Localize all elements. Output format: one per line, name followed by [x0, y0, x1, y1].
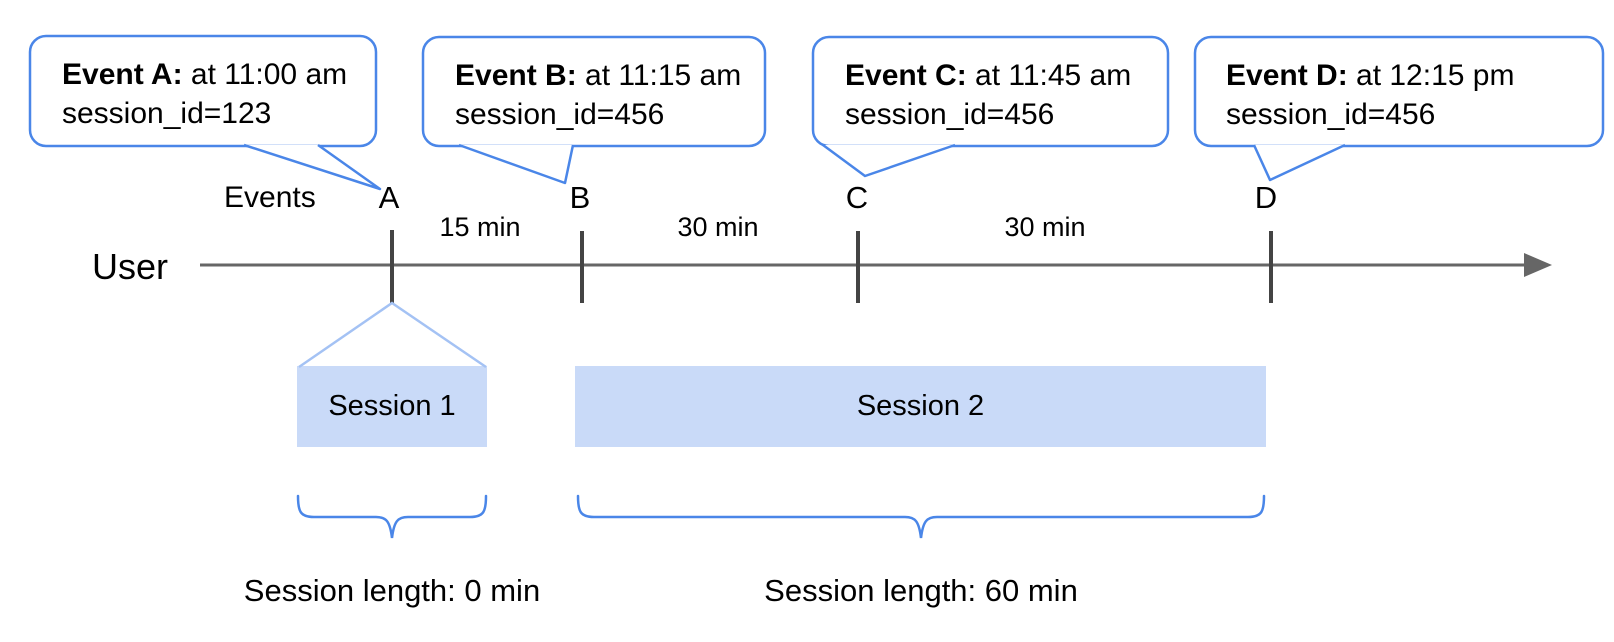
user-row-label: User — [92, 246, 169, 287]
bubble-a-body — [28, 34, 378, 148]
event-c-title: Event C: — [845, 59, 967, 92]
session-2-bar: Session 2 — [575, 366, 1266, 447]
bubble-shape-event-d — [1193, 35, 1605, 182]
session-2-brace — [576, 494, 1266, 539]
session-2-length-label: Session length: 60 min — [764, 573, 1078, 608]
event-d-timestamp: at 12:15 pm — [1347, 59, 1515, 92]
event-a-title: Event A: — [62, 58, 183, 91]
event-a-session-id: session_id=123 — [62, 97, 272, 130]
session-1-brace — [296, 494, 488, 539]
session-1-label: Session 1 — [328, 390, 456, 422]
bubble-shape-event-b — [421, 35, 767, 185]
event-c-timestamp: at 11:45 am — [966, 59, 1132, 92]
event-b-line-1: Event B: at 11:15 am — [455, 56, 741, 95]
event-c-line-1: Event C: at 11:45 am — [845, 56, 1131, 95]
event-a-timestamp: at 11:00 am — [182, 58, 348, 91]
bubble-c-body — [811, 35, 1170, 148]
bubble-b-body — [421, 35, 767, 148]
bubble-c-tail — [822, 143, 956, 178]
event-d-line-1: Event D: at 12:15 pm — [1226, 56, 1514, 95]
bubble-shape-event-c — [811, 35, 1170, 178]
interval-b-c: 30 min — [677, 212, 759, 242]
event-letter-a: A — [378, 180, 400, 215]
session-2-label: Session 2 — [856, 390, 985, 422]
event-b-title: Event B: — [455, 59, 577, 92]
bubble-d-body — [1193, 35, 1605, 148]
event-a-line-1: Event A: at 11:00 am — [62, 55, 347, 94]
bubble-a-tail — [243, 143, 382, 191]
event-b-timestamp: at 11:15 am — [576, 59, 742, 92]
event-d-title: Event D: — [1226, 59, 1348, 92]
event-d-session-id: session_id=456 — [1226, 98, 1436, 131]
bubble-b-tail — [458, 143, 575, 185]
bubble-event-a: Event A: at 11:00 am session_id=123 — [62, 55, 347, 133]
session-1-length-label: Session length: 0 min — [243, 573, 541, 608]
interval-a-b: 15 min — [439, 212, 521, 242]
bubble-event-c: Event C: at 11:45 am session_id=456 — [845, 56, 1131, 134]
bubble-d-tail — [1252, 143, 1346, 182]
event-c-session-id: session_id=456 — [845, 98, 1055, 131]
timeline-arrowhead-icon — [1524, 253, 1552, 277]
bubble-event-d: Event D: at 12:15 pm session_id=456 — [1226, 56, 1514, 134]
session-1-funnel-lines — [298, 301, 487, 369]
event-letter-c: C — [845, 180, 869, 215]
session-1-bar: Session 1 — [297, 366, 487, 447]
event-letter-d: D — [1254, 180, 1278, 215]
event-letter-b: B — [569, 180, 591, 215]
bubble-event-b: Event B: at 11:15 am session_id=456 — [455, 56, 741, 134]
bubble-shape-event-a — [28, 34, 382, 191]
event-b-session-id: session_id=456 — [455, 98, 665, 131]
interval-c-d: 30 min — [1004, 212, 1086, 242]
events-row-label: Events — [224, 181, 316, 214]
